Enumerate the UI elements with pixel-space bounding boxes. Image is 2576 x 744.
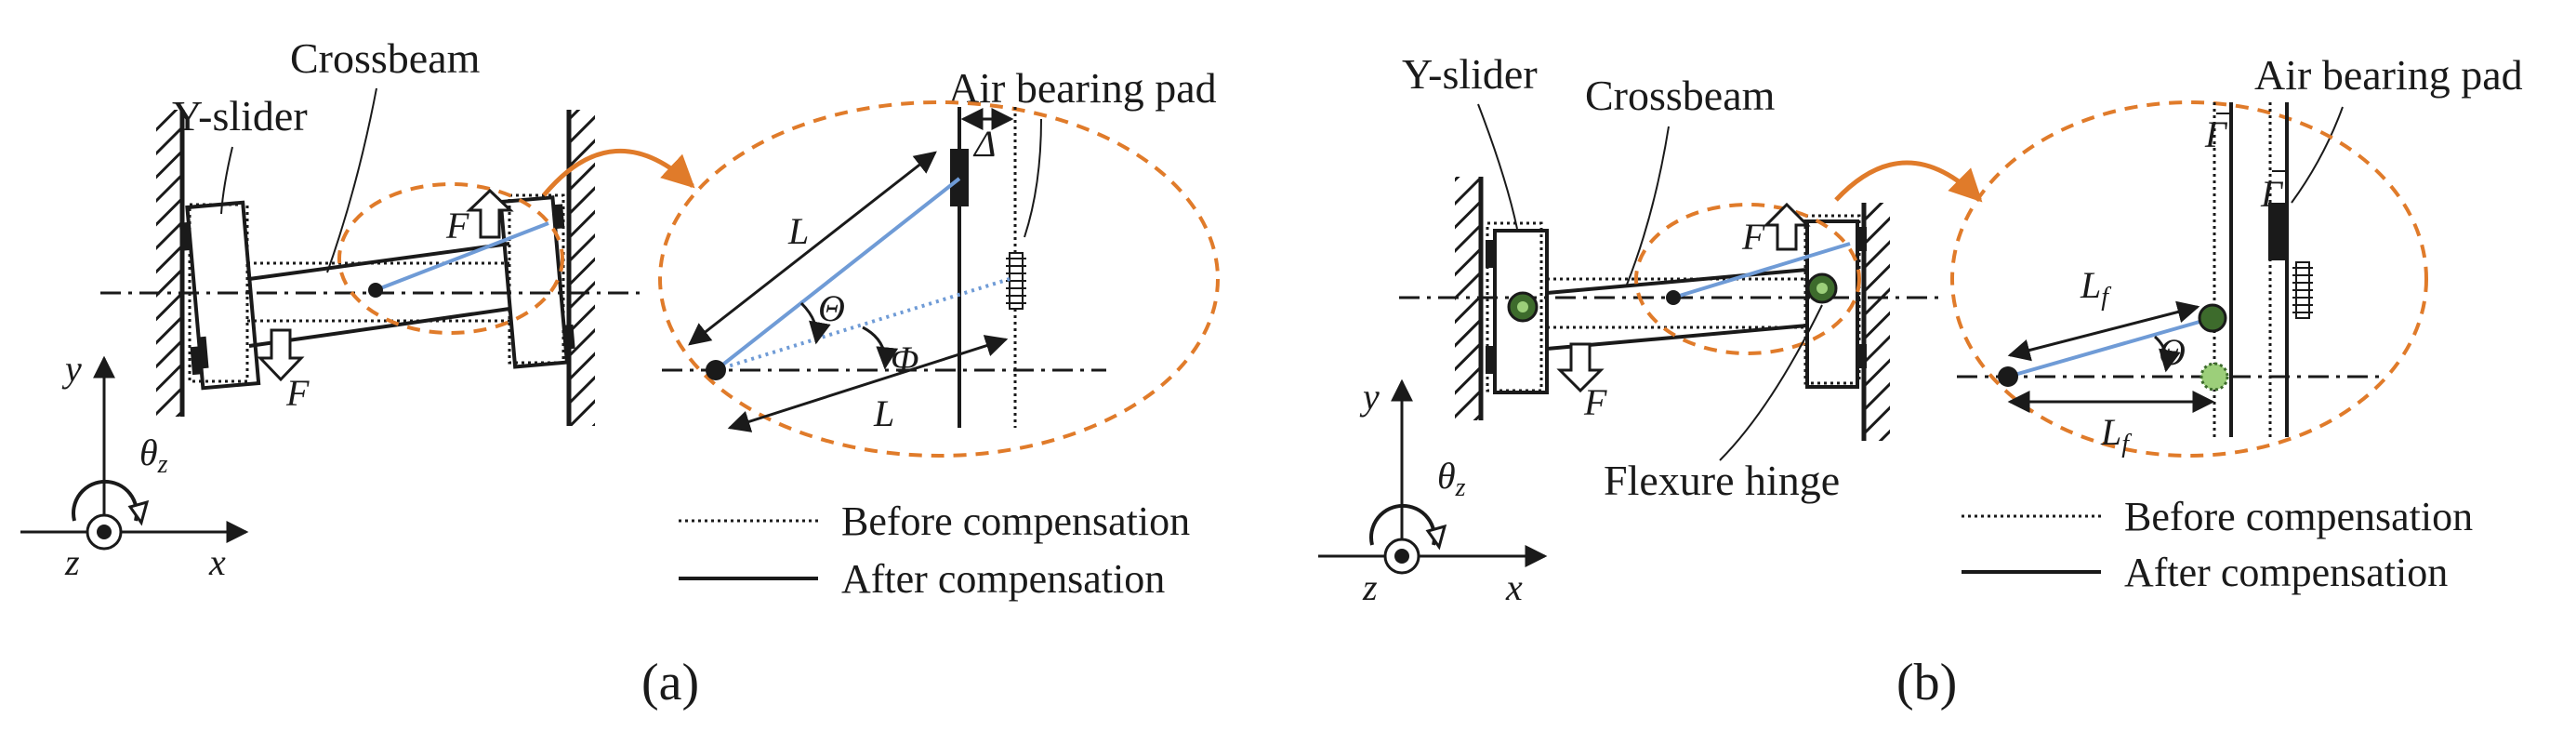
blue-arm-b xyxy=(1672,242,1851,299)
right-slider-after-b xyxy=(1805,219,1867,389)
phi-label-a: Φ xyxy=(891,339,918,380)
right-slider-after xyxy=(498,195,575,369)
theta-z-label-a: θz xyxy=(139,432,168,479)
zoom-arrow-b xyxy=(1834,160,1983,203)
zoom-pivot-a xyxy=(706,360,726,380)
force-down-label-b: F xyxy=(1583,381,1607,423)
zoom-ellipse-large-b xyxy=(1950,100,2428,458)
zoom-blue-arm-a xyxy=(714,177,961,372)
blue-arm-a xyxy=(375,221,549,292)
lf-label-lower-b: Lf xyxy=(2100,411,2132,458)
air-bearing-label-b: Air bearing pad xyxy=(2254,51,2523,99)
left-guide-rail xyxy=(156,110,185,417)
zoom-hinge-upper-b xyxy=(2198,303,2227,333)
air-bearing-leader-b xyxy=(2291,106,2344,204)
force-up-label-b: F xyxy=(1741,216,1765,258)
length-arrow-upper-a xyxy=(688,151,937,346)
air-bearing-label-a: Air bearing pad xyxy=(948,64,1217,112)
force-down-label-a: F xyxy=(285,372,310,414)
zoom-hinge-lower-b xyxy=(2200,362,2229,392)
force-up-arrow-a xyxy=(466,188,514,239)
force-down-arrow-b xyxy=(1556,342,1605,393)
flexure-hinge-leader-b xyxy=(1719,304,1823,461)
flexure-hinge-label-b: Flexure hinge xyxy=(1604,457,1840,504)
air-bearing-pad-b xyxy=(2292,261,2313,319)
crossbeam-leader-a xyxy=(326,87,377,273)
coordinate-axes-b: y x z θz xyxy=(1318,376,1548,608)
axis-y-label-a: y xyxy=(61,348,82,390)
y-slider-leader-a xyxy=(220,146,233,215)
theta-label-b: Θ xyxy=(2159,331,2186,373)
y-slider-label-b: Y-slider xyxy=(1402,50,1538,98)
y-slider-leader-b xyxy=(1477,103,1518,230)
phi-arc-a xyxy=(862,326,899,370)
flexure-hinge-left-b xyxy=(1507,291,1539,323)
legend-before-label-a: Before compensation xyxy=(841,498,1190,544)
lf-label-upper-b: Lf xyxy=(2080,264,2111,312)
caption-b: (b) xyxy=(1896,654,1957,711)
gamma-label-left-b: Γ xyxy=(2204,113,2228,155)
panel-a: F F Y-slider Crossbeam Air bearing pad xyxy=(20,34,1220,711)
air-bearing-pad-a xyxy=(1006,252,1026,310)
pivot-a xyxy=(368,283,383,298)
air-bearing-leader-a xyxy=(1024,118,1042,238)
crossbeam-leader-b xyxy=(1626,126,1670,286)
zoom-pivot-b xyxy=(1998,366,2018,387)
right-slider-before xyxy=(508,193,565,365)
caption-a: (a) xyxy=(641,654,699,711)
theta-arc-b xyxy=(2153,335,2181,373)
length-arrow-lower-a xyxy=(727,335,1009,432)
crossbeam-before-b xyxy=(1547,277,1805,329)
axis-x-label-b: x xyxy=(1505,566,1523,608)
right-guide-rail-b xyxy=(1861,203,1890,441)
coordinate-axes-a: y x z θz xyxy=(20,348,249,583)
pivot-b xyxy=(1666,290,1681,305)
theta-arc-a xyxy=(799,301,831,345)
length-label-lower-a: L xyxy=(873,392,894,434)
axis-z-label-b: z xyxy=(1362,566,1378,608)
y-slider-label-a: Y-slider xyxy=(172,92,308,140)
y-slider-after xyxy=(178,200,261,391)
y-slider-after-b xyxy=(1486,229,1549,394)
crossbeam-label-a: Crossbeam xyxy=(290,34,481,82)
delta-label-a: Δ xyxy=(972,123,996,165)
force-down-arrow-a xyxy=(257,328,305,382)
zoom-arrow-a xyxy=(542,148,695,197)
force-up-label-a: F xyxy=(445,205,469,246)
axis-z-label-a: z xyxy=(64,541,80,583)
axis-y-label-b: y xyxy=(1359,376,1380,418)
legend-before-label-b: Before compensation xyxy=(2124,494,2473,539)
theta-z-label-b: θz xyxy=(1437,455,1466,502)
legend-after-label-a: After compensation xyxy=(841,556,1165,602)
legend-after-label-b: After compensation xyxy=(2124,550,2448,595)
panel-b: F F Y-slider Crossbeam Flexure hinge Air… xyxy=(1318,50,2523,711)
zoom-ellipse-small-b xyxy=(1634,203,1861,355)
force-up-arrow-b xyxy=(1763,202,1811,251)
axis-x-label-a: x xyxy=(208,541,226,583)
length-label-upper-a: L xyxy=(787,210,809,252)
zoom-blue-dotted-a xyxy=(715,277,1011,372)
crossbeam-after xyxy=(248,242,510,348)
flexure-hinge-right-b xyxy=(1806,272,1838,304)
lf-arrow-upper-b xyxy=(2007,300,2200,362)
zoom-slider-block-b xyxy=(2268,203,2285,260)
zoom-slider-block-a xyxy=(950,149,969,206)
zoom-ellipse-large-a xyxy=(658,100,1220,458)
zoom-ellipse-small-a xyxy=(337,182,564,335)
theta-label-a: Θ xyxy=(818,287,845,329)
crossbeam-label-b: Crossbeam xyxy=(1585,72,1776,119)
crossbeam-after-b xyxy=(1546,268,1808,351)
